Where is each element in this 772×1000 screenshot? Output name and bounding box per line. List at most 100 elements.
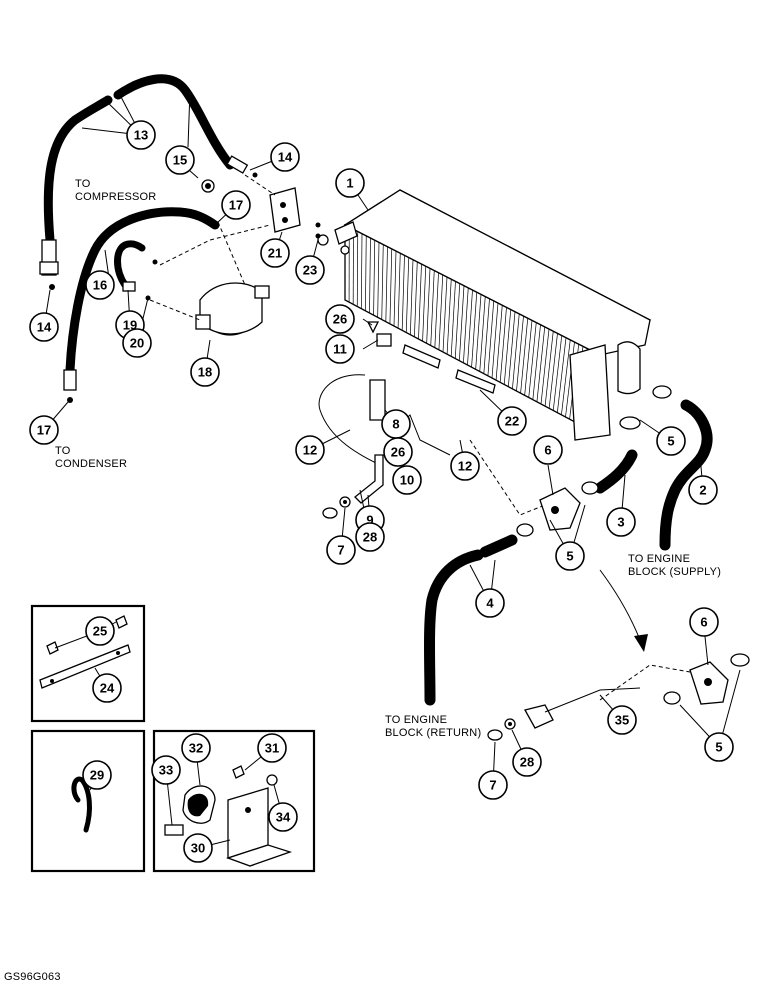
core-fin-line bbox=[385, 246, 388, 322]
callout-29: 29 bbox=[82, 760, 112, 790]
callout-12: 12 bbox=[450, 451, 480, 481]
core-fin-line bbox=[356, 231, 359, 307]
expansion-valve bbox=[269, 187, 301, 233]
callout-number: 14 bbox=[37, 320, 52, 335]
callout-13: 13 bbox=[126, 120, 156, 150]
callout-circle bbox=[29, 415, 59, 445]
callout-number: 11 bbox=[333, 342, 347, 357]
core-fin-line bbox=[454, 283, 461, 359]
core-fin-line bbox=[507, 311, 516, 387]
callout-circle bbox=[126, 120, 156, 150]
assembly-line bbox=[469, 439, 546, 516]
callout-circle bbox=[92, 673, 122, 703]
callout-number: 31 bbox=[265, 741, 279, 756]
core-fin-line bbox=[512, 313, 520, 389]
callout-26: 26 bbox=[383, 437, 413, 467]
callout-circle bbox=[704, 732, 734, 762]
callout-24: 24 bbox=[92, 673, 122, 703]
inset-box-bracket bbox=[152, 729, 316, 873]
core-fin-line bbox=[503, 309, 512, 385]
callout-number: 22 bbox=[505, 414, 519, 429]
callout-circle bbox=[383, 437, 413, 467]
small-parts bbox=[318, 321, 496, 519]
callout-circle bbox=[355, 522, 385, 552]
callout-number: 21 bbox=[268, 246, 282, 261]
core-fin-line bbox=[495, 305, 503, 381]
callout-circle bbox=[688, 475, 718, 505]
refrigerant-hoses bbox=[39, 74, 321, 403]
callout-number: 4 bbox=[486, 596, 494, 611]
callout-33: 33 bbox=[151, 755, 181, 785]
callout-number: 7 bbox=[489, 778, 496, 793]
core-fin-line bbox=[516, 315, 524, 392]
core-fin-line bbox=[369, 237, 371, 314]
core-fin-line bbox=[422, 266, 427, 342]
callout-23: 23 bbox=[295, 255, 325, 285]
caption-to-condenser: TO CONDENSER bbox=[55, 445, 127, 470]
callout-number: 6 bbox=[700, 615, 707, 630]
assembly-line bbox=[159, 224, 271, 266]
assembly-line bbox=[149, 299, 201, 321]
core-fin-line bbox=[373, 240, 376, 316]
detail-arrow bbox=[599, 569, 641, 641]
callout-14: 14 bbox=[270, 142, 300, 172]
callout-number: 23 bbox=[303, 263, 317, 278]
core-fin-line bbox=[397, 253, 401, 329]
core-fin-line bbox=[365, 235, 367, 311]
callout-17: 17 bbox=[221, 190, 251, 220]
core-fin-line bbox=[426, 268, 431, 344]
callout-22: 22 bbox=[497, 406, 527, 436]
core-fin-line bbox=[438, 274, 444, 350]
svg-text:BLOCK (RETURN): BLOCK (RETURN) bbox=[385, 727, 481, 739]
callout-circle bbox=[151, 755, 181, 785]
callout-number: 17 bbox=[229, 198, 243, 213]
callout-circle bbox=[497, 406, 527, 436]
callout-circle bbox=[165, 145, 195, 175]
callout-circle bbox=[29, 312, 59, 342]
core-fin-line bbox=[360, 233, 363, 309]
callout-circle bbox=[260, 238, 290, 268]
callout-number: 12 bbox=[303, 443, 317, 458]
core-fin-line bbox=[540, 328, 550, 405]
core-fin-line bbox=[405, 257, 410, 333]
callout-30: 30 bbox=[183, 833, 213, 863]
callout-number: 30 bbox=[191, 841, 205, 856]
callout-number: 5 bbox=[667, 434, 674, 449]
callout-circle bbox=[295, 255, 325, 285]
callout-circle bbox=[689, 607, 719, 637]
svg-text:COMPRESSOR: COMPRESSOR bbox=[75, 191, 156, 203]
coolant-hoses bbox=[424, 385, 713, 706]
callout-number: 12 bbox=[458, 459, 472, 474]
callout-circle bbox=[122, 328, 152, 358]
callout-28: 28 bbox=[512, 747, 542, 777]
core-fin-line bbox=[475, 294, 482, 370]
callout-circle bbox=[257, 733, 287, 763]
callout-3: 3 bbox=[606, 507, 636, 537]
callout-1: 1 bbox=[335, 168, 365, 198]
callout-circle bbox=[85, 616, 115, 646]
callout-circle bbox=[221, 190, 251, 220]
callout-number: 26 bbox=[333, 312, 347, 327]
callout-number: 6 bbox=[544, 443, 551, 458]
core-fin-line bbox=[524, 320, 533, 396]
callout-8: 8 bbox=[381, 409, 411, 439]
core-fin-line bbox=[556, 337, 567, 413]
callout-circle bbox=[326, 535, 356, 565]
core-fin-line bbox=[487, 300, 495, 376]
caption-to-compressor: TO COMPRESSOR bbox=[75, 178, 156, 203]
callout-10: 10 bbox=[392, 465, 422, 495]
core-fin-line bbox=[544, 331, 554, 407]
callout-group: 1234555667789101112121314141516171718192… bbox=[29, 120, 734, 863]
callout-number: 8 bbox=[392, 417, 399, 432]
callout-circle bbox=[478, 770, 508, 800]
callout-21: 21 bbox=[260, 238, 290, 268]
caption-to-engine-return: TO ENGINE BLOCK (RETURN) bbox=[385, 714, 481, 739]
inset-box-tie bbox=[30, 729, 146, 873]
assembly-line bbox=[217, 221, 246, 286]
caption-to-engine-supply: TO ENGINE BLOCK (SUPPLY) bbox=[628, 553, 721, 578]
callout-number: 34 bbox=[276, 810, 291, 825]
svg-text:BLOCK (SUPPLY): BLOCK (SUPPLY) bbox=[628, 566, 721, 578]
figure-id: GS96G063 bbox=[4, 971, 61, 983]
callout-18: 18 bbox=[190, 357, 220, 387]
